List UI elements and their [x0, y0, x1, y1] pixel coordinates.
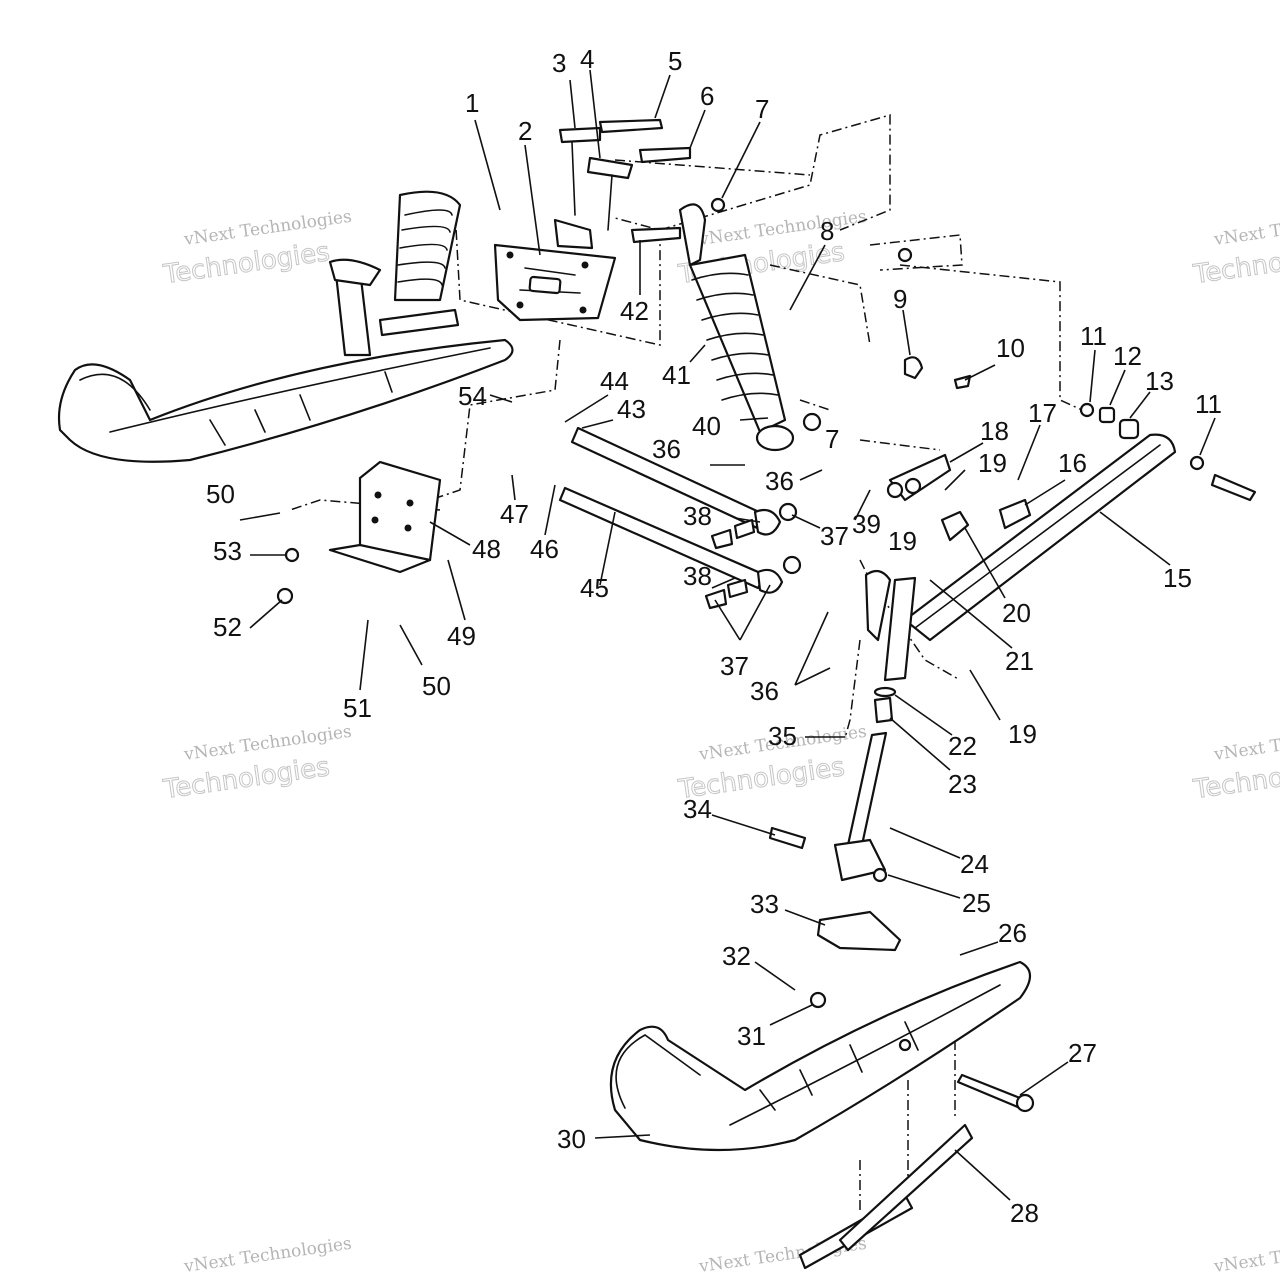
callout-label: 37: [820, 521, 849, 551]
ski: [609, 960, 1035, 1270]
callout-label: 8: [820, 216, 834, 246]
callout-label: 38: [683, 501, 712, 531]
callout-label: 31: [737, 1021, 766, 1051]
callout-label: 41: [662, 360, 691, 390]
callout-label: 7: [825, 424, 839, 454]
callout-label: 38: [683, 561, 712, 591]
callout-label: 51: [343, 693, 372, 723]
callout-label: 12: [1113, 341, 1142, 371]
callout-label: 18: [980, 416, 1009, 446]
callout-label: 47: [500, 499, 529, 529]
bumper-block: [816, 910, 902, 952]
callout-label: 28: [1010, 1198, 1039, 1228]
callout-label: 25: [962, 888, 991, 918]
callout-label: 5: [668, 46, 682, 76]
callout-label: 16: [1058, 448, 1087, 478]
callout-label: 42: [620, 296, 649, 326]
callout-label: 39: [852, 509, 881, 539]
callout-label: 32: [722, 941, 751, 971]
callout-label: 45: [580, 573, 609, 603]
callout-label: 22: [948, 731, 977, 761]
callout-label: 23: [948, 769, 977, 799]
background-ski-assembly: [57, 190, 514, 463]
chassis-phantom-lines: [289, 114, 1083, 1210]
callout-label: 34: [683, 794, 712, 824]
watermark-text: vNext Technologies: [1212, 207, 1280, 250]
callout-label: 48: [472, 534, 501, 564]
callout-label: 24: [960, 849, 989, 879]
trailing-arm: [903, 433, 1177, 642]
watermark-text: vNext Technologies: [1212, 1234, 1280, 1277]
mount-plate-assembly: [493, 118, 692, 322]
shock-absorber: [630, 197, 822, 452]
callout-label: 36: [765, 466, 794, 496]
callout-label: 46: [530, 534, 559, 564]
callout-label: 50: [206, 479, 235, 509]
callout-label: 19: [978, 448, 1007, 478]
callout-label: 19: [1008, 719, 1037, 749]
watermark-text: vNext Technologies: [182, 1234, 353, 1277]
callout-label: 40: [692, 411, 721, 441]
callout-label: 6: [700, 81, 714, 111]
callout-label: 15: [1163, 563, 1192, 593]
callout-label: 11: [1080, 321, 1107, 351]
callout-label: 20: [1002, 598, 1031, 628]
callout-label: 21: [1005, 646, 1034, 676]
callout-label: 36: [750, 676, 779, 706]
callout-label: 11: [1195, 389, 1222, 419]
callout-label: 35: [768, 721, 797, 751]
watermark-text: vNext Technologies: [1212, 722, 1280, 765]
callout-label: 17: [1028, 398, 1057, 428]
callout-label: 44: [600, 366, 629, 396]
callout-label: 49: [447, 621, 476, 651]
callout-label: 9: [893, 284, 907, 314]
callout-label: 36: [652, 434, 681, 464]
callout-label: 43: [617, 394, 646, 424]
callout-label: 7: [755, 94, 769, 124]
callout-label: 13: [1145, 366, 1174, 396]
callout-label: 37: [720, 651, 749, 681]
callout-label: 19: [888, 526, 917, 556]
link-arm: [886, 453, 952, 502]
spindle-assembly: [768, 247, 917, 883]
radius-rods: [558, 426, 802, 610]
callout-label: 4: [580, 44, 594, 74]
callout-label: 2: [518, 116, 532, 146]
callout-label: 3: [552, 48, 566, 78]
callout-labels: 1 2 3 4 5 6 7 7 8 9 10 11 11 12 13 15 16…: [206, 44, 1222, 1228]
callout-label: 50: [422, 671, 451, 701]
callout-label: 30: [557, 1124, 586, 1154]
callout-label: 52: [213, 612, 242, 642]
callout-label: 10: [996, 333, 1025, 363]
callout-label: 27: [1068, 1038, 1097, 1068]
ski-bracket: [276, 460, 442, 605]
callout-label: 26: [998, 918, 1027, 948]
leader-lines: [239, 69, 1216, 1201]
callout-label: 33: [750, 889, 779, 919]
callout-label: 54: [458, 381, 487, 411]
callout-label: 53: [213, 536, 242, 566]
callout-label: 1: [465, 88, 479, 118]
